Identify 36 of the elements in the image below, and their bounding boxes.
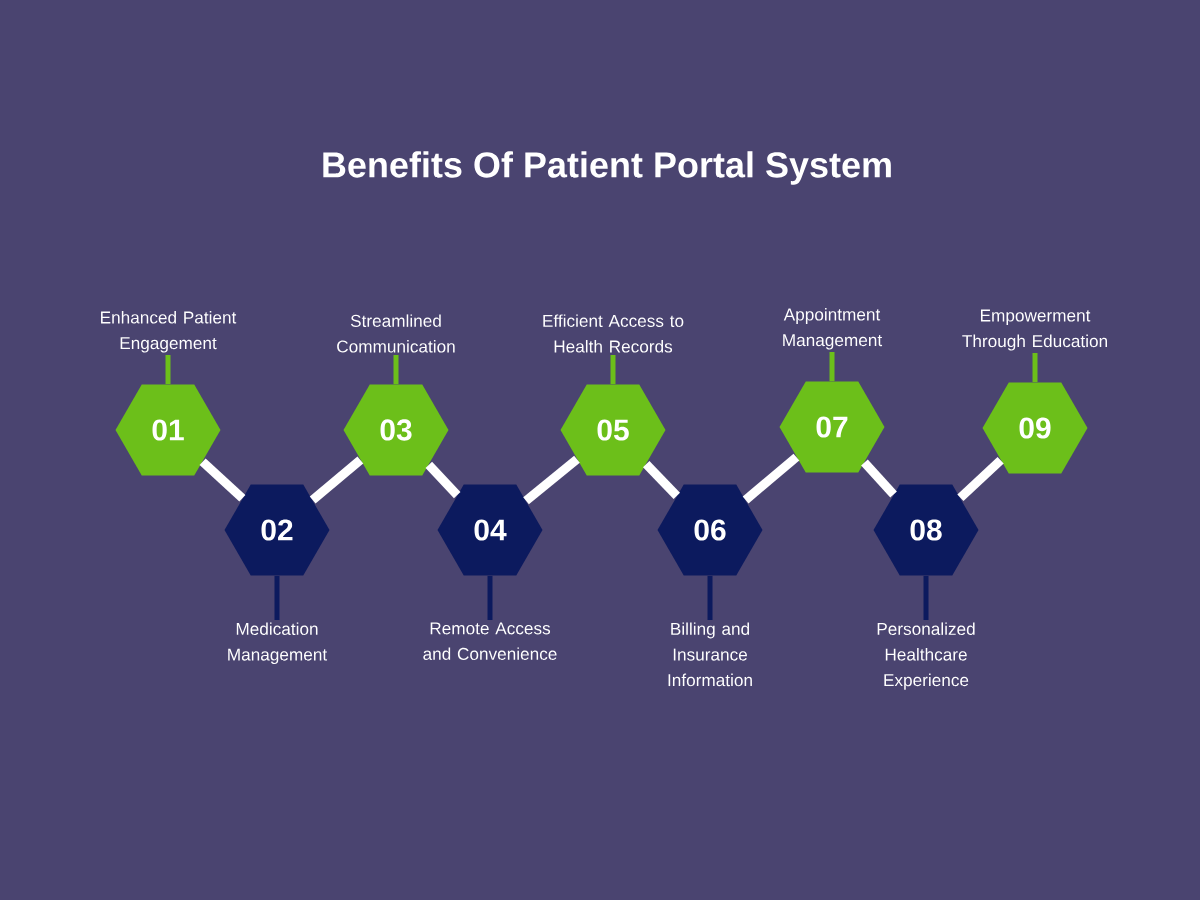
hexagon-badge: 07 (779, 381, 885, 473)
connector-line (957, 456, 1004, 502)
benefit-label: Billing and Insurance Information (668, 622, 752, 687)
benefit-label: Enhanced Patient Engagement (101, 311, 237, 353)
stem-line (393, 355, 399, 385)
connector-line (425, 461, 461, 499)
stem-line (829, 352, 835, 382)
benefit-label: Streamlined Communication (337, 314, 455, 353)
connector-line (742, 453, 800, 504)
stem-line (923, 575, 929, 620)
connector-line (523, 455, 580, 505)
hexagon-badge: 06 (657, 484, 763, 576)
benefit-label: Remote Access and Convenience (423, 622, 557, 660)
title: Benefits Of Patient Portal System (323, 151, 891, 185)
stem-line (1032, 353, 1038, 383)
connector-line (199, 458, 246, 502)
benefit-label: Appointment Management (783, 308, 883, 350)
hexagon-badge: 02 (224, 484, 330, 576)
hexagon-badge: 08 (873, 484, 979, 576)
hexagon-badge: 03 (343, 384, 449, 476)
stem-line (165, 355, 171, 385)
benefit-label: Personalized Healthcare Experience (877, 622, 975, 690)
hexagon-badge: 09 (982, 382, 1088, 474)
connector-line (309, 456, 364, 504)
stem-line (487, 575, 493, 620)
benefit-label: Efficient Access to Health Records (543, 314, 684, 353)
stem-line (707, 575, 713, 620)
connector-line (861, 459, 897, 498)
benefit-label: Medication Management (228, 622, 328, 665)
stem-line (610, 355, 616, 385)
hexagon-badge: 04 (437, 484, 543, 576)
stem-line (274, 575, 280, 620)
benefit-label: Empowerment Through Education (962, 309, 1107, 351)
hexagon-badge: 05 (560, 384, 666, 476)
hexagon-badge: 01 (115, 384, 221, 476)
connector-line (643, 461, 681, 499)
